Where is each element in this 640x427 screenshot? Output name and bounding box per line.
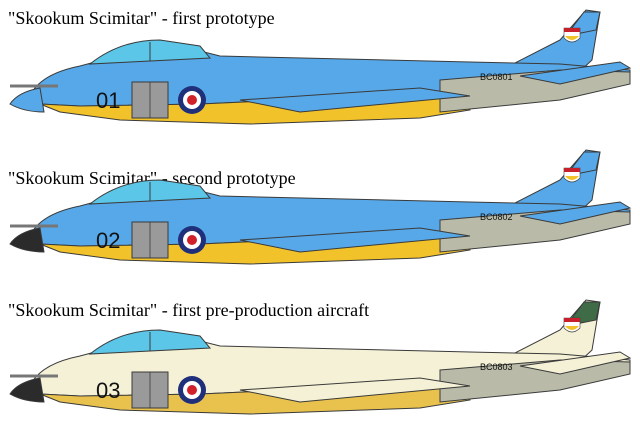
- caption-second-prototype: "Skookum Scimitar" - second prototype: [8, 168, 296, 188]
- aircraft-silhouette: 01 BC0801: [9, 9, 632, 125]
- aircraft-number: 03: [96, 378, 120, 403]
- caption-pre-production: "Skookum Scimitar" - first pre-productio…: [8, 300, 370, 320]
- fin-badge-top: [564, 28, 580, 32]
- fin-badge-bottom: [565, 326, 579, 330]
- nose-cone: [9, 87, 45, 113]
- aircraft-profile-pre-production: 03 BC0803: [9, 299, 632, 415]
- fin-badge-bottom: [565, 176, 579, 180]
- caption-first-prototype: "Skookum Scimitar" - first prototype: [8, 8, 275, 28]
- fin-badge-top: [564, 318, 580, 322]
- aircraft-silhouette: 02 BC0802: [9, 149, 632, 265]
- roundel-inner: [187, 235, 197, 245]
- aircraft-number: 01: [96, 88, 120, 113]
- nose-cone: [9, 227, 45, 253]
- aircraft-silhouette: 03 BC0803: [9, 299, 632, 415]
- fin-badge-top: [564, 168, 580, 172]
- roundel-inner: [187, 95, 197, 105]
- serial-number: BC0801: [480, 72, 513, 82]
- fin-badge-bottom: [565, 36, 579, 40]
- roundel-inner: [187, 385, 197, 395]
- tailplane: [519, 61, 632, 85]
- aircraft-profile-second-prototype: 02 BC0802: [9, 149, 632, 265]
- nose-cone: [9, 377, 45, 403]
- tailplane: [519, 351, 632, 375]
- wing: [239, 227, 471, 253]
- wing: [239, 377, 471, 403]
- tailplane: [519, 201, 632, 225]
- aircraft-profile-first-prototype: 01 BC0801: [9, 9, 632, 125]
- wing: [239, 87, 471, 113]
- serial-number: BC0803: [480, 362, 513, 372]
- serial-number: BC0802: [480, 212, 513, 222]
- aircraft-number: 02: [96, 228, 120, 253]
